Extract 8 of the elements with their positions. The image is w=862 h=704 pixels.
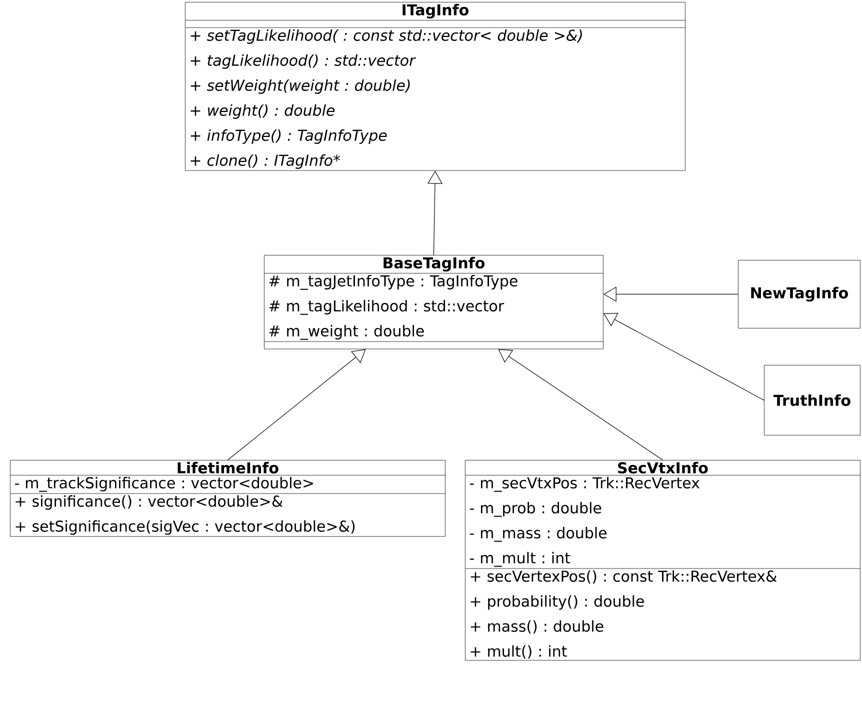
class-box: LifetimeInfo - m_trackSignificance : vector<double> + significance() : vector<double>& + setSignificance(sigVec : vector<double>&)	[10, 460, 446, 537]
class-box: ITagInfo + setTagLikelihood( : const std::vector< double >&) + tagLikelihood() : std::vector + setWeight(weight : double) + weight() : double + infoType() : TagInfoType + clone() : ITagInfo*	[185, 2, 686, 171]
class-box: BaseTagInfo # m_tagJetInfoType : TagInfoType # m_tagLikelihood : std::vector # m_weight : double	[264, 255, 604, 350]
inheritance-arrow	[498, 349, 663, 460]
class-box: TruthInfo	[764, 365, 860, 436]
class-box: SecVtxInfo - m_secVtxPos : Trk::RecVertex - m_prob : double - m_mass : double - m_mult : int + secVertexPos() : const Trk::RecVertex& + probability() : double + mass() : double + mult() : int	[465, 460, 860, 660]
class-box: NewTagInfo	[738, 260, 860, 328]
inheritance-arrow	[227, 349, 366, 460]
